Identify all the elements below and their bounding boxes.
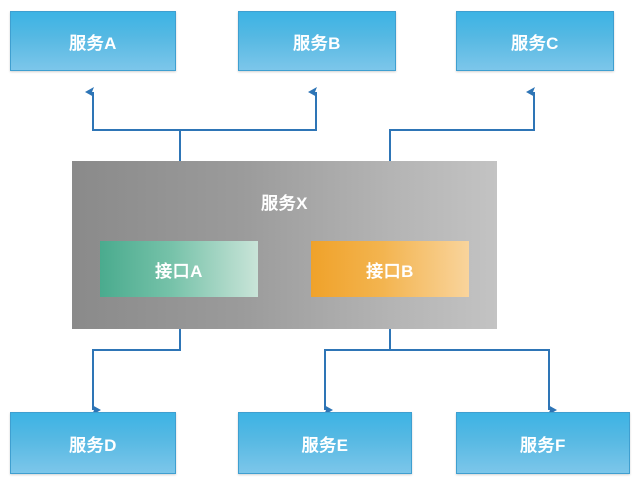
interface-b-label: 接口B bbox=[366, 261, 414, 281]
service-box-c[interactable]: 服务C bbox=[456, 11, 614, 71]
service-box-b[interactable]: 服务B bbox=[238, 11, 396, 71]
interface-a-label: 接口A bbox=[155, 261, 203, 281]
service-box-d-label: 服务D bbox=[69, 435, 117, 455]
service-box-a[interactable]: 服务A bbox=[10, 11, 176, 71]
service-x-title: 服务X bbox=[261, 194, 308, 213]
interface-a-box[interactable]: 接口A bbox=[100, 241, 258, 297]
service-box-e-label: 服务E bbox=[301, 435, 349, 455]
interface-b-box[interactable]: 接口B bbox=[311, 241, 469, 297]
service-box-b-label: 服务B bbox=[293, 33, 341, 53]
service-box-e[interactable]: 服务E bbox=[238, 412, 412, 474]
service-box-d[interactable]: 服务D bbox=[10, 412, 176, 474]
service-box-a-label: 服务A bbox=[69, 33, 117, 53]
service-box-c-label: 服务C bbox=[511, 33, 559, 53]
service-box-f[interactable]: 服务F bbox=[456, 412, 630, 474]
service-box-f-label: 服务F bbox=[520, 435, 566, 455]
